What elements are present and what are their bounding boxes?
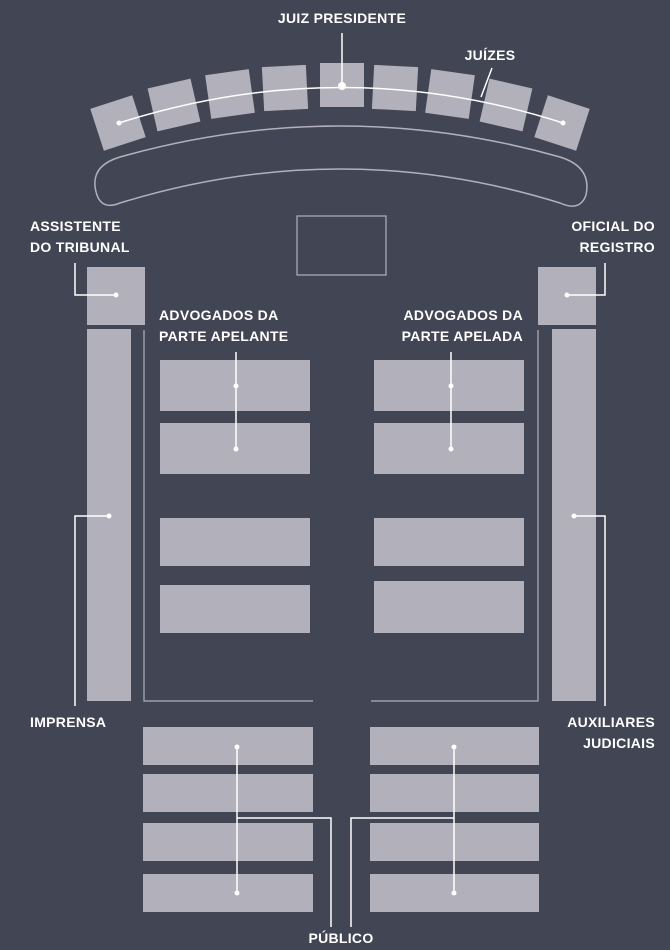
public-bench: [143, 774, 313, 812]
bar-enclosure-right: [371, 330, 539, 702]
appellant-counsel-tables: [160, 360, 310, 633]
court-staff-label-line-1: AUXILIARES: [567, 714, 655, 730]
counsel-table: [160, 518, 310, 566]
appellee-lawyers-dot-1: [448, 383, 454, 389]
judge-seat: [147, 78, 201, 132]
counsel-table: [374, 518, 524, 566]
appellant-lawyers-label: ADVOGADOS DA PARTE APELANTE: [159, 305, 288, 347]
appellant-lawyers-dot-1: [233, 383, 239, 389]
public-right-dot-1: [451, 744, 457, 750]
public-bench: [143, 727, 313, 765]
judge-seat: [205, 69, 255, 119]
public-left-dot-2: [234, 890, 240, 896]
judge-seat: [425, 69, 475, 119]
counsel-table: [374, 581, 524, 633]
public-label: PÚBLICO: [308, 930, 374, 946]
appellant-lawyers-label-line-2: PARTE APELANTE: [159, 328, 289, 344]
press-leader: [74, 515, 109, 706]
court-assistant-dot: [113, 292, 119, 298]
court-staff-leader: [574, 515, 606, 706]
registry-officer-dot: [564, 292, 570, 298]
public-bench: [143, 823, 313, 861]
registry-officer-label-line-2: REGISTRO: [579, 239, 655, 255]
court-staff-label-line-2: JUDICIAIS: [583, 735, 655, 751]
press-dot: [106, 513, 112, 519]
bar-enclosure-left: [143, 330, 313, 702]
public-right-connector: [350, 817, 454, 927]
presiding-judge-dot: [338, 82, 346, 90]
appellant-lawyers-label-line-1: ADVOGADOS DA: [159, 307, 279, 323]
court-assistant-label-line-2: DO TRIBUNAL: [30, 239, 130, 255]
public-bench: [143, 874, 313, 912]
court-staff-label: AUXILIARES JUDICIAIS: [567, 712, 655, 754]
press-label: IMPRENSA: [30, 714, 107, 730]
judges-arc-leader: [118, 86, 564, 124]
public-left-connector: [237, 817, 332, 927]
court-assistant-label-line-1: ASSISTENTE: [30, 218, 121, 234]
judges-label: JUÍZES: [464, 47, 516, 63]
counsel-table: [160, 585, 310, 633]
appellee-counsel-tables: [374, 360, 524, 633]
judges-bench: [94, 125, 588, 207]
public-left-dot-1: [234, 744, 240, 750]
appellant-lawyers-dot-2: [233, 446, 239, 452]
registry-officer-leader: [567, 263, 606, 296]
registry-officer-label: OFICIAL DO REGISTRO: [571, 216, 655, 258]
court-staff-dot: [571, 513, 577, 519]
judges-leader: [480, 67, 493, 98]
clerk-table: [296, 215, 387, 276]
judges-seats: [90, 63, 590, 151]
appellee-lawyers-label: ADVOGADOS DA PARTE APELADA: [402, 305, 523, 347]
registry-officer-label-line-1: OFICIAL DO: [571, 218, 655, 234]
court-assistant-leader: [74, 263, 116, 296]
leader-lines: [74, 33, 606, 927]
judges-arc-dot-left: [116, 120, 122, 126]
judges-arc-dot-right: [560, 120, 566, 126]
public-benches-left: [143, 727, 313, 912]
judge-seat: [371, 64, 419, 112]
appellee-lawyers-label-line-2: PARTE APELADA: [401, 328, 523, 344]
presiding-judge-label: JUIZ PRESIDENTE: [277, 10, 407, 26]
appellee-lawyers-label-line-1: ADVOGADOS DA: [403, 307, 523, 323]
judge-seat: [261, 64, 309, 112]
appellee-lawyers-dot-2: [448, 446, 454, 452]
public-right-dot-2: [451, 890, 457, 896]
judge-seat: [479, 78, 533, 132]
court-assistant-label: ASSISTENTE DO TRIBUNAL: [30, 216, 130, 258]
